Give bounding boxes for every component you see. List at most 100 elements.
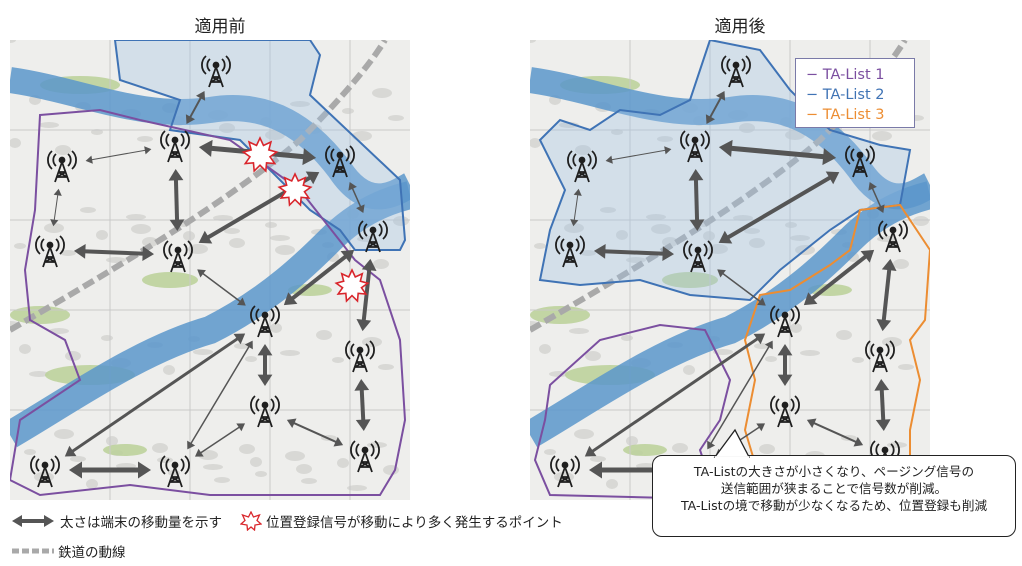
stone: [131, 224, 151, 234]
arrow-head: [764, 340, 773, 350]
cell-tower-icon: [721, 55, 751, 88]
arrow-shaft: [708, 96, 723, 119]
arrow-head: [860, 249, 875, 263]
tower-waves: [250, 305, 280, 325]
double-arrow: [168, 168, 185, 232]
tower-top: [694, 246, 702, 254]
arrow-head: [195, 91, 206, 101]
arrow-shaft: [729, 145, 826, 160]
arrow-head: [244, 340, 253, 350]
tower-body: [728, 66, 744, 88]
stone: [101, 335, 113, 341]
arrow-head: [875, 419, 891, 432]
arrow-head: [803, 292, 818, 306]
arrow-shaft: [361, 267, 372, 323]
stone: [872, 131, 892, 141]
arrow-head: [64, 445, 77, 457]
stone: [342, 108, 354, 114]
tower-top: [212, 61, 220, 69]
tower-top: [889, 226, 897, 234]
tower-top: [46, 241, 54, 249]
starburst-icon: [241, 136, 279, 173]
double-arrow: [73, 243, 155, 262]
cell-tower-icon: [567, 150, 597, 183]
stone: [10, 138, 21, 148]
cell-tower-icon: [350, 440, 380, 473]
double-arrow: [593, 243, 675, 262]
stone: [44, 223, 64, 233]
arrow-shaft: [809, 253, 869, 302]
tower-body: [357, 451, 373, 473]
stone: [913, 216, 929, 226]
arrow-head: [753, 333, 766, 345]
arrow-head: [605, 155, 613, 164]
stone: [337, 458, 349, 468]
tower-waves: [870, 440, 900, 460]
tower-waves: [47, 150, 77, 170]
tower-waves: [160, 130, 190, 150]
tower-body: [574, 161, 590, 183]
stone: [646, 214, 666, 220]
arrow-head: [715, 91, 726, 101]
arrow-head: [361, 258, 377, 271]
cell-tower-icon: [201, 55, 231, 88]
arrow-shaft: [725, 175, 833, 240]
cell-tower-icon: [35, 235, 65, 268]
tower-top: [566, 241, 574, 249]
arrow-shaft: [90, 149, 147, 161]
arrow-head: [355, 419, 371, 432]
tower-waves: [250, 395, 280, 415]
arrow-head: [169, 219, 185, 232]
river-lower: [530, 181, 930, 448]
cell-tower-icon: [845, 145, 875, 178]
arrow-head: [286, 418, 297, 428]
grass-patch: [623, 444, 667, 456]
tower-waves: [680, 130, 710, 150]
tower-body: [872, 351, 888, 373]
arrow-head: [187, 440, 196, 450]
stone: [14, 243, 26, 249]
tower-body: [777, 316, 793, 338]
cell-tower-icon: [325, 145, 355, 178]
stone: [790, 323, 802, 333]
stone: [785, 222, 797, 228]
double-arrow: [197, 269, 246, 306]
starburst-icon: [240, 511, 262, 531]
stone: [713, 349, 733, 355]
stone: [214, 477, 230, 483]
stone: [759, 444, 775, 454]
arrow-head: [825, 171, 840, 185]
stone: [285, 451, 305, 461]
cell-tower-icon: [47, 150, 77, 183]
stone: [836, 330, 852, 340]
arrow-head: [570, 219, 579, 227]
arrow-head: [283, 292, 298, 306]
tower-body: [352, 351, 368, 373]
stone: [765, 356, 777, 362]
tower-top: [881, 446, 889, 454]
arrow-shaft: [292, 421, 338, 444]
arrow-head: [237, 297, 246, 306]
burst-note: 位置登録信号が移動により多く発生するポイント: [266, 515, 563, 531]
double-arrow: [718, 171, 840, 244]
tower-top: [174, 246, 182, 254]
tower-body: [167, 141, 183, 163]
ta-list-1-area: [533, 323, 732, 500]
tower-top: [356, 346, 364, 354]
callout-line-3: TA-Listの境で移動が少なくなるため、位置登録も削減: [680, 498, 988, 513]
tower-waves: [865, 340, 895, 360]
stone: [24, 449, 36, 455]
arrow-note: 太さは端末の移動量を示す: [60, 515, 222, 531]
stone: [296, 464, 312, 474]
tower-top: [361, 446, 369, 454]
stone: [86, 479, 98, 489]
arrow-head: [185, 114, 196, 124]
stone: [373, 259, 389, 269]
arrow-head: [705, 114, 716, 124]
grass-patch: [662, 272, 718, 288]
cell-tower-icon: [683, 240, 713, 273]
tower-body: [885, 231, 901, 253]
stone: [275, 245, 295, 255]
stone: [10, 40, 16, 43]
double-arrow: [707, 340, 773, 450]
